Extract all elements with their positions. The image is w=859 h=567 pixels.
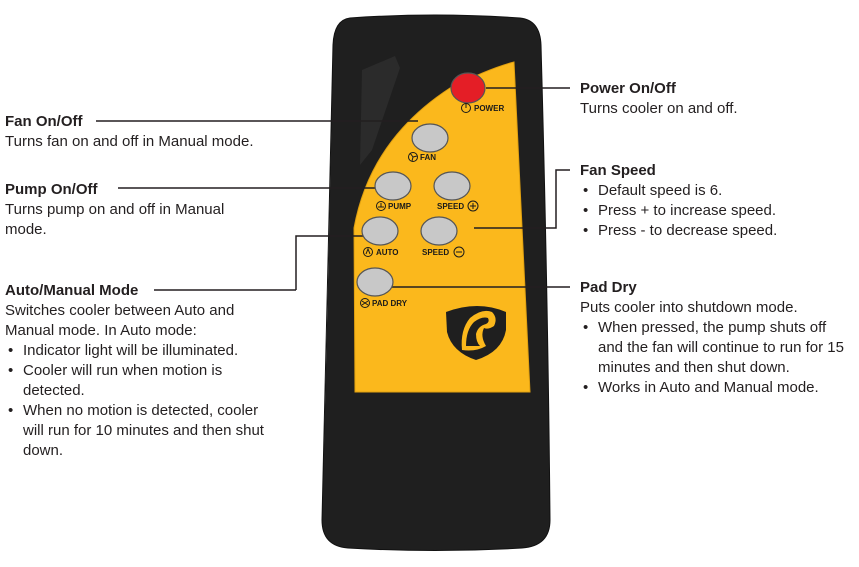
- pump-onoff-title: Pump On/Off: [5, 181, 98, 198]
- connector-lines: [96, 87, 570, 291]
- fan-speed-bullets: Default speed is 6. Press + to increase …: [580, 181, 850, 241]
- auto-manual-bullets: Indicator light will be illuminated. Coo…: [5, 341, 277, 461]
- list-item: When no motion is detected, cooler will …: [5, 401, 277, 461]
- speed-down-label: SPEED: [422, 248, 449, 257]
- pump-icon: [376, 201, 386, 211]
- pump-onoff-desc: Turns pump on and off in Manual mode.: [5, 201, 225, 238]
- speed-down-button[interactable]: [420, 216, 458, 246]
- speed-up-label: SPEED: [437, 202, 464, 211]
- fan-onoff-title: Fan On/Off: [5, 113, 83, 130]
- auto-label: AUTO: [376, 248, 399, 257]
- pad-dry-icon: [360, 298, 370, 308]
- pad-dry-label: PAD DRY: [372, 299, 408, 308]
- list-item: When pressed, the pump shuts off and the…: [580, 318, 848, 378]
- speed-up-button[interactable]: [433, 171, 471, 201]
- plus-icon: [467, 200, 479, 212]
- fan-speed-callout: Fan Speed Default speed is 6. Press + to…: [580, 161, 850, 241]
- auto-icon: [363, 247, 373, 257]
- pump-onoff-callout: Pump On/Off Turns pump on and off in Man…: [5, 180, 265, 240]
- pump-button[interactable]: [374, 171, 412, 201]
- power-icon: [461, 103, 471, 113]
- auto-manual-desc: Switches cooler between Auto and Manual …: [5, 302, 235, 339]
- power-onoff-desc: Turns cooler on and off.: [580, 100, 738, 117]
- list-item: Works in Auto and Manual mode.: [580, 378, 848, 398]
- pad-dry-callout: Pad Dry Puts cooler into shutdown mode. …: [580, 278, 848, 398]
- fan-onoff-callout: Fan On/Off Turns fan on and off in Manua…: [5, 112, 295, 152]
- fan-icon: [408, 152, 418, 162]
- auto-manual-callout: Auto/Manual Mode Switches cooler between…: [5, 281, 277, 461]
- fan-label: FAN: [420, 153, 436, 162]
- list-item: Cooler will run when motion is detected.: [5, 361, 277, 401]
- list-item: Press + to increase speed.: [580, 201, 850, 221]
- pad-dry-title: Pad Dry: [580, 279, 637, 296]
- fan-speed-title: Fan Speed: [580, 162, 656, 179]
- pad-dry-desc: Puts cooler into shutdown mode.: [580, 299, 798, 316]
- pad-dry-bullets: When pressed, the pump shuts off and the…: [580, 318, 848, 398]
- power-onoff-callout: Power On/Off Turns cooler on and off.: [580, 79, 850, 119]
- minus-icon: [453, 246, 465, 258]
- power-button[interactable]: [450, 72, 486, 104]
- list-item: Indicator light will be illuminated.: [5, 341, 277, 361]
- auto-manual-title: Auto/Manual Mode: [5, 282, 139, 299]
- remote-reflection: [360, 56, 400, 165]
- fan-button[interactable]: [411, 123, 449, 153]
- horse-logo: [446, 306, 506, 360]
- power-label: POWER: [474, 104, 504, 113]
- list-item: Default speed is 6.: [580, 181, 850, 201]
- power-onoff-title: Power On/Off: [580, 80, 676, 97]
- list-item: Press - to decrease speed.: [580, 221, 850, 241]
- pump-label: PUMP: [388, 202, 412, 211]
- fan-onoff-desc: Turns fan on and off in Manual mode.: [5, 133, 254, 150]
- auto-button[interactable]: [361, 216, 399, 246]
- pad-dry-button[interactable]: [356, 267, 394, 297]
